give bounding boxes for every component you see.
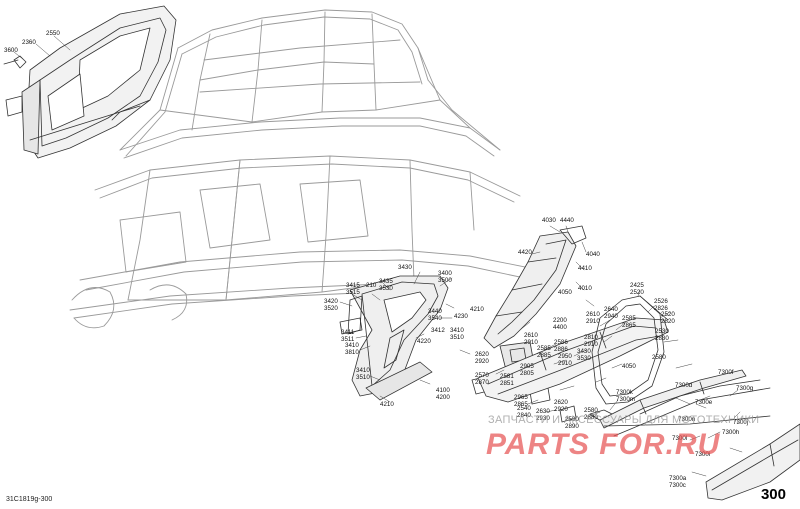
callout-7300l: 7300l — [672, 435, 688, 442]
callout-4030: 4030 — [542, 217, 556, 224]
callout-7300d: 7300d — [675, 382, 693, 389]
callout-7300g: 7300g — [736, 385, 754, 392]
left-rocker-panel — [339, 275, 449, 401]
callout-7300f: 7300f — [718, 369, 734, 376]
diagram-reference-code: 31C1819g-300 — [6, 496, 53, 503]
callout-4410: 4410 — [578, 265, 592, 272]
callout-4230: 4230 — [454, 313, 468, 320]
callout-4210-bottom: 4210 — [380, 401, 394, 408]
callout-7300i: 7300i — [695, 451, 711, 458]
callout-3600: 3600 — [4, 47, 18, 54]
left-door-assembly — [3, 5, 177, 159]
callout-4210-top: 4210 — [470, 306, 484, 313]
center-pillar-panel — [483, 225, 587, 349]
callout-210: 210 — [366, 282, 377, 289]
callout-7300n: 7300n — [678, 416, 696, 423]
callout-4420: 4420 — [518, 249, 532, 256]
callout-7300h: 7300h — [722, 429, 740, 436]
callout-4440: 4440 — [560, 217, 574, 224]
leader-lines — [13, 35, 743, 477]
right-lower-door-skin — [705, 423, 800, 501]
watermark-text: ЗАПЧАСТИ И АКСЕССУАРЫ ДЛЯ МОТОТЕХНИКИ — [488, 414, 760, 426]
callout-2360: 2360 — [22, 39, 36, 46]
frame-outline — [69, 9, 541, 329]
callout-7300e: 7300e — [695, 399, 713, 406]
callout-4050-bottom: 4050 — [622, 363, 636, 370]
callout-4220: 4220 — [417, 338, 431, 345]
callout-7300j: 7300j — [733, 419, 749, 426]
callout-4040: 4040 — [586, 251, 600, 258]
callout-3430: 3430 — [398, 264, 412, 271]
callout-4050-top: 4050 — [558, 289, 572, 296]
page-number: 300 — [760, 486, 786, 503]
callout-3412: 3412 — [431, 327, 445, 334]
callout-2580-a: 2580 — [652, 354, 666, 361]
callout-4010: 4010 — [578, 285, 592, 292]
callout-2550: 2550 — [46, 30, 60, 37]
right-rocker-rail — [477, 317, 669, 403]
watermark-logo: PARTS FOR.RU — [486, 428, 721, 461]
